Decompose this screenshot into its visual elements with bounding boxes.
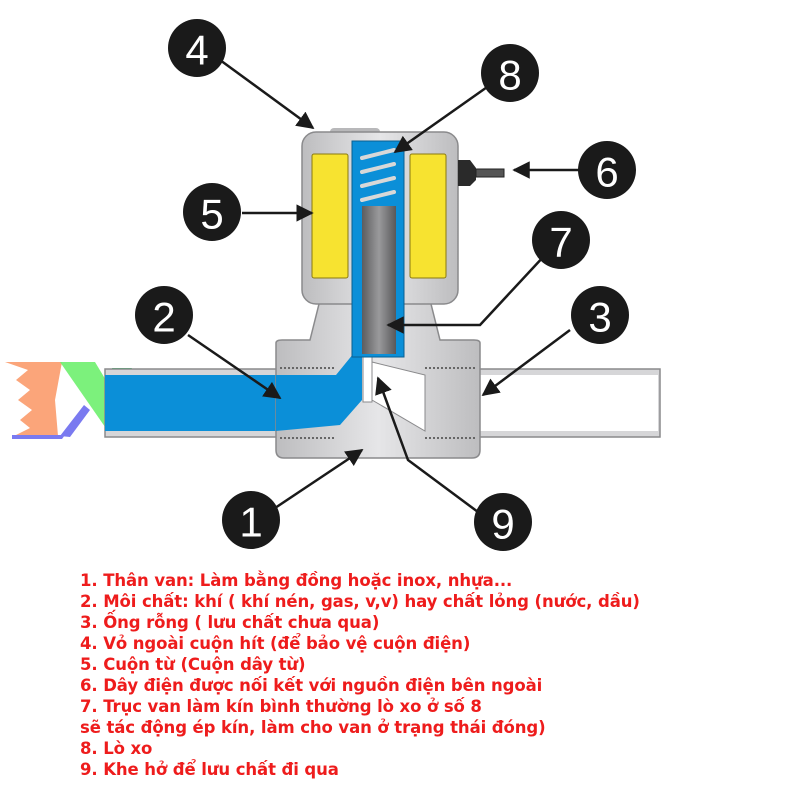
coil-right (409, 153, 447, 279)
solenoid-valve-diagram: 4 8 6 5 7 2 3 1 9 (5, 19, 661, 551)
svg-text:8: 8 (498, 52, 521, 99)
svg-text:1: 1 (239, 499, 262, 546)
legend-item-4: 4. Vỏ ngoài cuộn hít (để bảo vệ cuộn điệ… (80, 634, 471, 653)
svg-text:6: 6 (595, 149, 618, 196)
svg-text:5: 5 (200, 191, 223, 238)
badge-5: 5 (183, 183, 241, 241)
badge-4: 4 (168, 19, 226, 77)
svg-text:7: 7 (549, 219, 572, 266)
badge-1: 1 (222, 491, 280, 549)
legend-item-7-continued: sẽ tác động ép kín, làm cho van ở trạng … (80, 718, 546, 737)
legend-item-3: 3. Ống rỗng ( lưu chất chưa qua) (80, 613, 380, 632)
wire-connector (458, 160, 505, 186)
legend-item-9: 9. Khe hở để lưu chất đi qua (80, 760, 339, 779)
badge-8: 8 (481, 44, 539, 102)
leader-1 (274, 448, 364, 510)
badge-2: 2 (135, 286, 193, 344)
legend-item-5: 5. Cuộn từ (Cuộn dây từ) (80, 655, 306, 674)
legend-item-8: 8. Lò xo (80, 739, 153, 758)
coil-left (311, 153, 349, 279)
leader-9 (375, 376, 479, 514)
leader-3 (481, 328, 571, 397)
plunger (362, 206, 396, 354)
svg-text:4: 4 (185, 27, 208, 74)
leader-7 (386, 254, 546, 334)
badge-9: 9 (474, 493, 532, 551)
badge-6: 6 (578, 141, 636, 199)
legend-item-6: 6. Dây điện được nối kết với nguồn điện … (80, 676, 543, 695)
leader-2 (187, 333, 282, 400)
legend-item-7: 7. Trục van làm kín bình thường lò xo ở … (80, 697, 482, 716)
leader-8 (393, 83, 491, 154)
leader-lines (187, 58, 585, 514)
legend-item-1: 1. Thân van: Làm bằng đồng hoặc inox, nh… (80, 571, 513, 590)
badge-3: 3 (571, 286, 629, 344)
spring (360, 148, 396, 202)
parts-legend: 1. Thân van: Làm bằng đồng hoặc inox, nh… (80, 570, 780, 780)
badge-7: 7 (532, 211, 590, 269)
svg-text:9: 9 (491, 501, 514, 548)
leader-4 (219, 58, 315, 130)
inlet-pipe (104, 368, 286, 438)
svg-text:3: 3 (588, 294, 611, 341)
svg-text:2: 2 (152, 294, 175, 341)
legend-item-2: 2. Môi chất: khí ( khí nén, gas, v,v) ha… (80, 592, 640, 611)
